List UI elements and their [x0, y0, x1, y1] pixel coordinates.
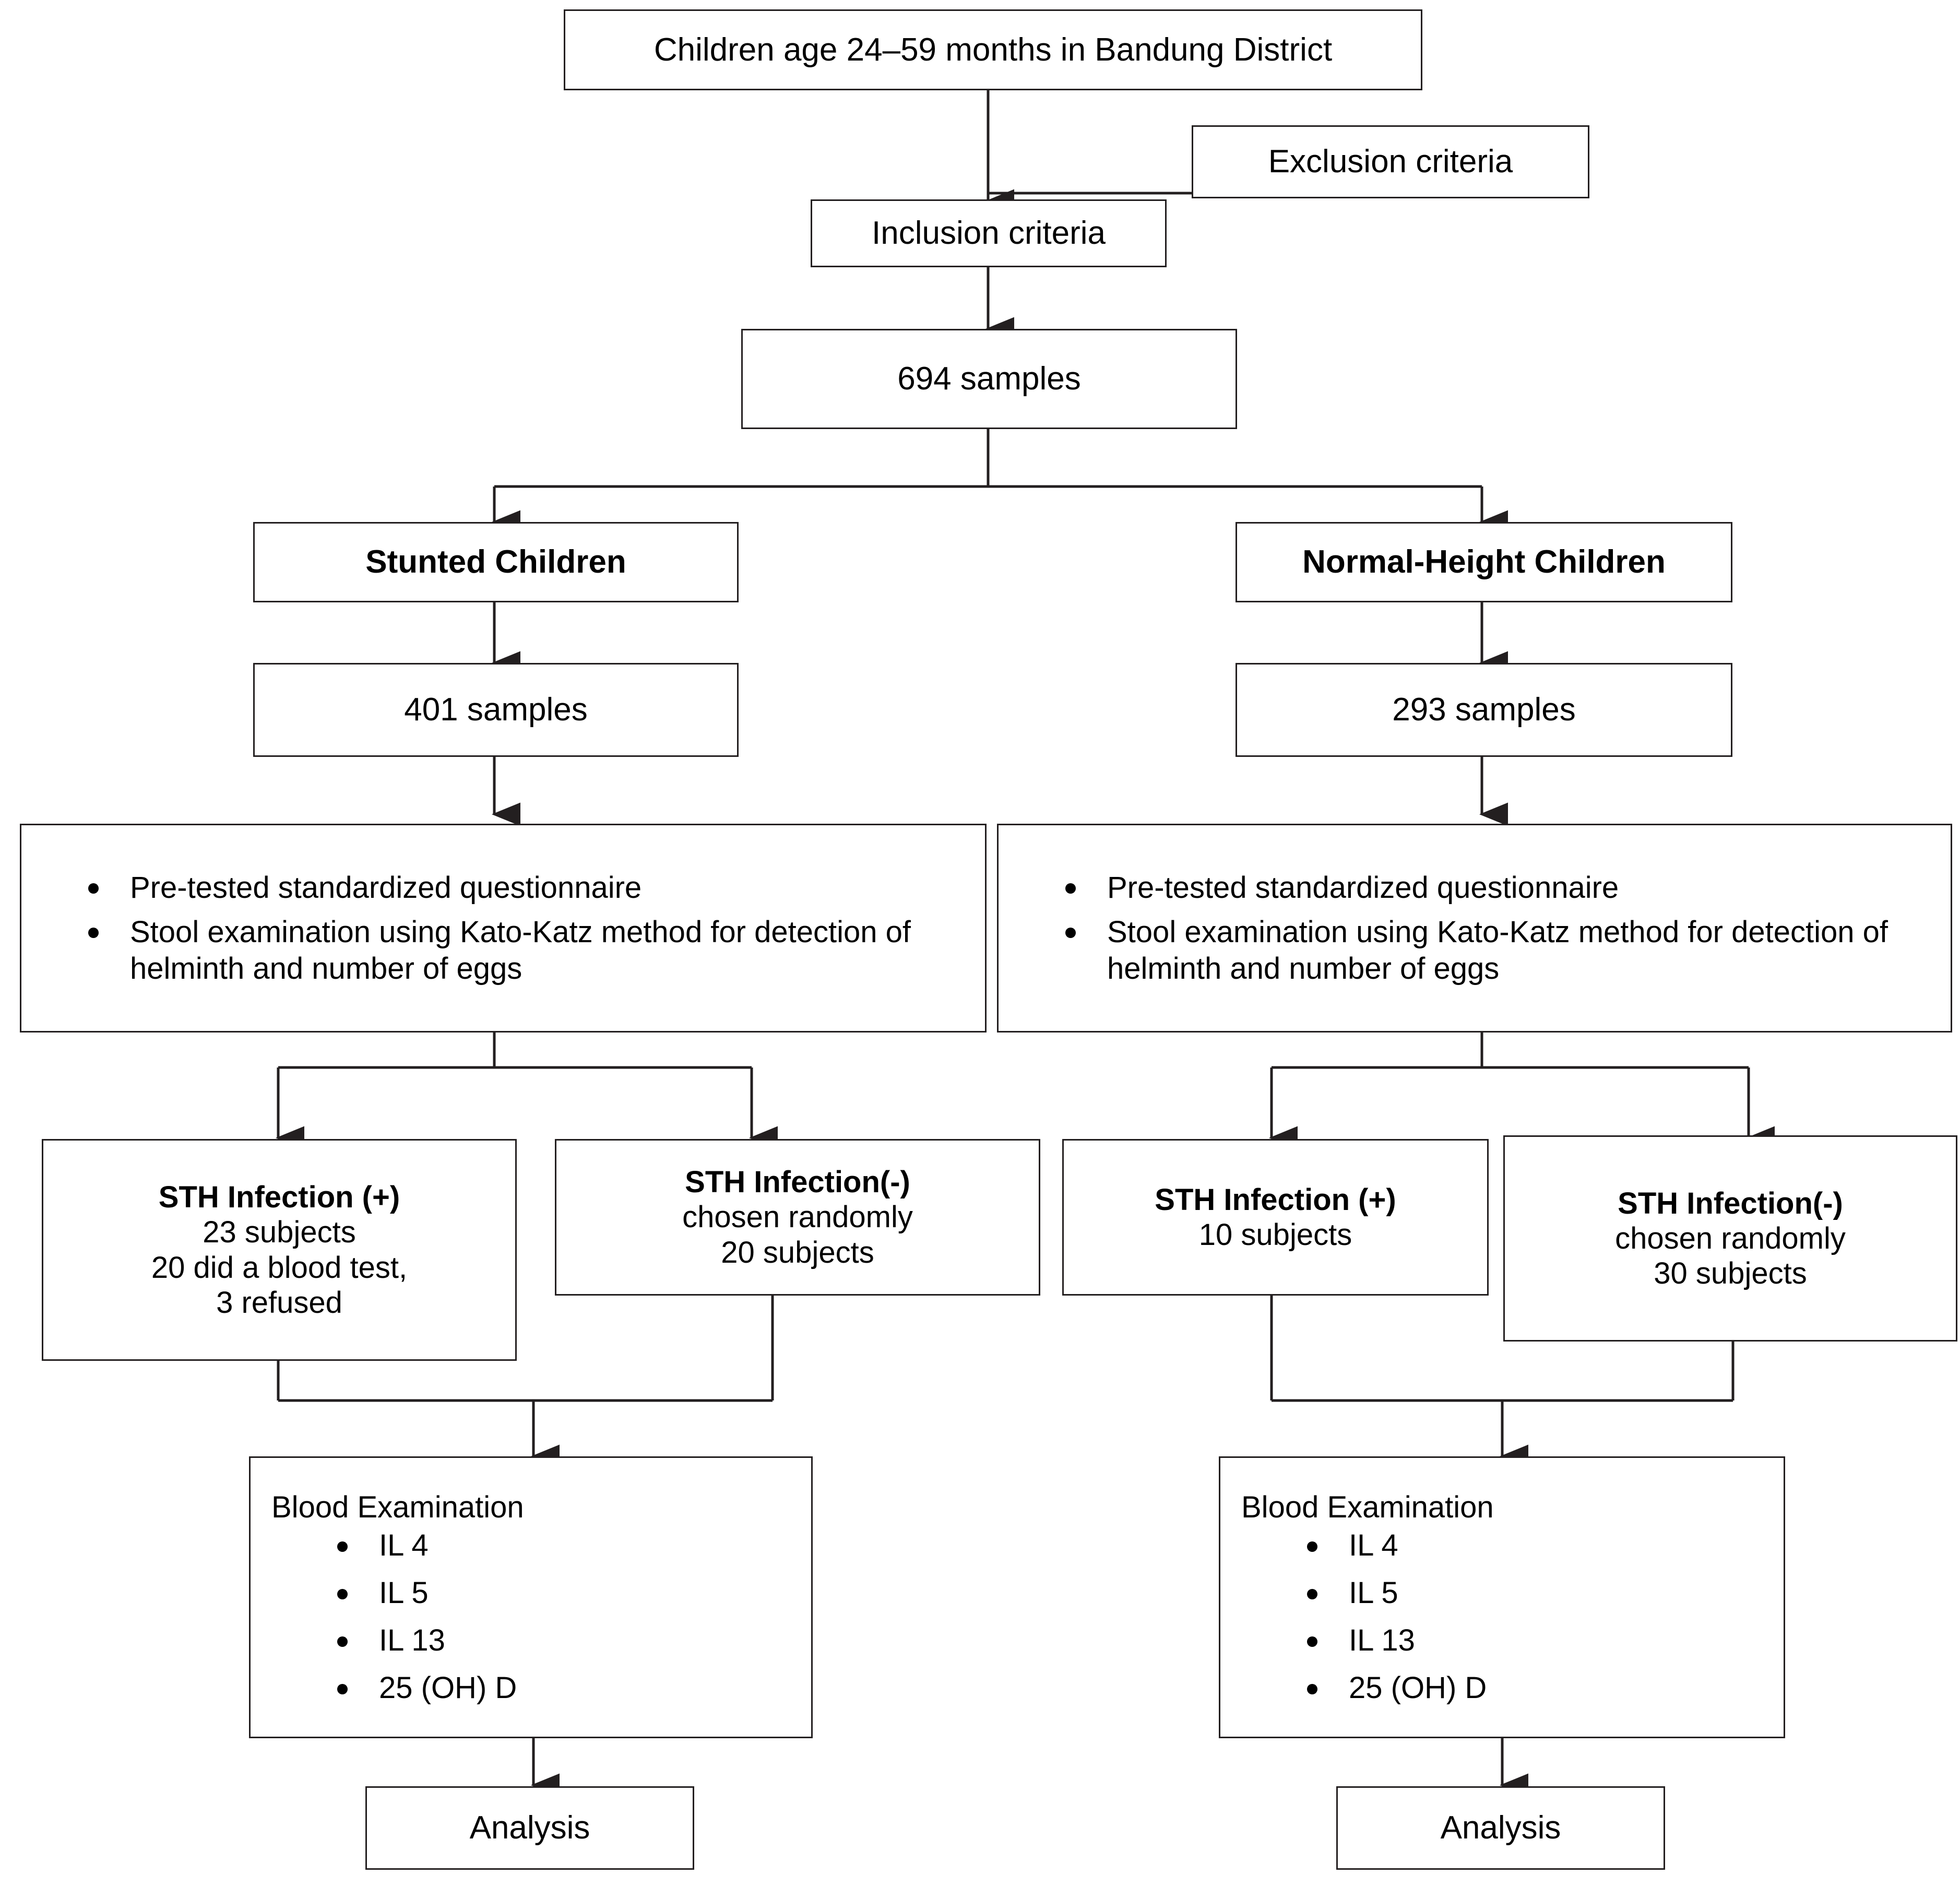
list-item: Pre-tested standardized questionnaire: [79, 870, 964, 906]
node-population[interactable]: Children age 24–59 months in Bandung Dis…: [564, 9, 1422, 90]
node-blood-examination-normal[interactable]: Blood Examination IL 4 IL 5 IL 13 25 (OH…: [1219, 1456, 1785, 1738]
node-sth-negative-normal[interactable]: STH Infection(-) chosen randomly 30 subj…: [1503, 1135, 1957, 1342]
blood-examination-stunted-list: IL 4 IL 5 IL 13 25 (OH) D: [251, 1528, 811, 1705]
methods-normal-list: Pre-tested standardized questionnaire St…: [999, 870, 1951, 987]
node-stunted-children-label: Stunted Children: [365, 544, 626, 580]
list-item: 25 (OH) D: [329, 1671, 811, 1705]
node-normal-height-children[interactable]: Normal-Height Children: [1236, 522, 1732, 602]
node-normal-height-children-label: Normal-Height Children: [1302, 544, 1666, 580]
list-item: Pre-tested standardized questionnaire: [1056, 870, 1930, 906]
node-total-samples[interactable]: 694 samples: [741, 329, 1237, 429]
node-sth-negative-stunted-title: STH Infection(-): [685, 1165, 910, 1200]
methods-stunted-list: Pre-tested standardized questionnaire St…: [21, 870, 985, 987]
node-sth-positive-normal-title: STH Infection (+): [1155, 1182, 1396, 1217]
node-sth-negative-normal-line-1: chosen randomly: [1615, 1221, 1846, 1255]
node-stunted-samples-label: 401 samples: [404, 692, 588, 728]
node-sth-positive-stunted-line-1: 23 subjects: [203, 1215, 356, 1250]
node-population-label: Children age 24–59 months in Bandung Dis…: [654, 31, 1333, 68]
node-sth-positive-stunted-line-3: 3 refused: [216, 1285, 342, 1320]
node-sth-negative-normal-title: STH Infection(-): [1618, 1186, 1843, 1220]
node-exclusion-criteria[interactable]: Exclusion criteria: [1192, 125, 1589, 198]
list-item: 25 (OH) D: [1299, 1671, 1784, 1705]
node-methods-normal[interactable]: Pre-tested standardized questionnaire St…: [997, 824, 1952, 1032]
list-item: IL 4: [1299, 1528, 1784, 1563]
list-item: IL 5: [329, 1576, 811, 1610]
node-analysis-stunted-label: Analysis: [469, 1810, 590, 1846]
list-item: IL 13: [329, 1623, 811, 1658]
node-inclusion-criteria[interactable]: Inclusion criteria: [811, 199, 1167, 267]
node-sth-positive-stunted[interactable]: STH Infection (+) 23 subjects 20 did a b…: [42, 1139, 517, 1361]
list-item: Stool examination using Kato-Katz method…: [1056, 914, 1930, 987]
node-stunted-children[interactable]: Stunted Children: [253, 522, 739, 602]
blood-examination-normal-list: IL 4 IL 5 IL 13 25 (OH) D: [1220, 1528, 1784, 1705]
node-blood-examination-normal-title: Blood Examination: [1241, 1490, 1494, 1525]
list-item: IL 5: [1299, 1576, 1784, 1610]
node-sth-positive-stunted-title: STH Infection (+): [158, 1180, 400, 1214]
node-sth-negative-stunted-line-1: chosen randomly: [682, 1200, 913, 1235]
node-blood-examination-stunted[interactable]: Blood Examination IL 4 IL 5 IL 13 25 (OH…: [249, 1456, 813, 1738]
list-item: Stool examination using Kato-Katz method…: [79, 914, 964, 987]
node-blood-examination-stunted-title: Blood Examination: [271, 1490, 524, 1525]
node-sth-positive-stunted-line-2: 20 did a blood test,: [151, 1250, 408, 1285]
node-stunted-samples[interactable]: 401 samples: [253, 663, 739, 757]
node-sth-positive-normal[interactable]: STH Infection (+) 10 subjects: [1062, 1139, 1489, 1296]
list-item: IL 4: [329, 1528, 811, 1563]
node-sth-positive-normal-line-1: 10 subjects: [1198, 1218, 1352, 1252]
node-sth-negative-stunted-line-2: 20 subjects: [721, 1235, 874, 1269]
node-inclusion-criteria-label: Inclusion criteria: [872, 215, 1106, 252]
node-analysis-normal-label: Analysis: [1440, 1810, 1561, 1846]
node-analysis-normal[interactable]: Analysis: [1336, 1786, 1665, 1870]
node-analysis-stunted[interactable]: Analysis: [365, 1786, 694, 1870]
node-exclusion-criteria-label: Exclusion criteria: [1268, 144, 1513, 180]
node-sth-negative-normal-line-2: 30 subjects: [1654, 1256, 1807, 1291]
node-normal-samples[interactable]: 293 samples: [1236, 663, 1732, 757]
node-methods-stunted[interactable]: Pre-tested standardized questionnaire St…: [20, 824, 987, 1032]
list-item: IL 13: [1299, 1623, 1784, 1658]
node-normal-samples-label: 293 samples: [1392, 692, 1576, 728]
node-sth-negative-stunted[interactable]: STH Infection(-) chosen randomly 20 subj…: [555, 1139, 1040, 1296]
node-total-samples-label: 694 samples: [897, 361, 1081, 397]
